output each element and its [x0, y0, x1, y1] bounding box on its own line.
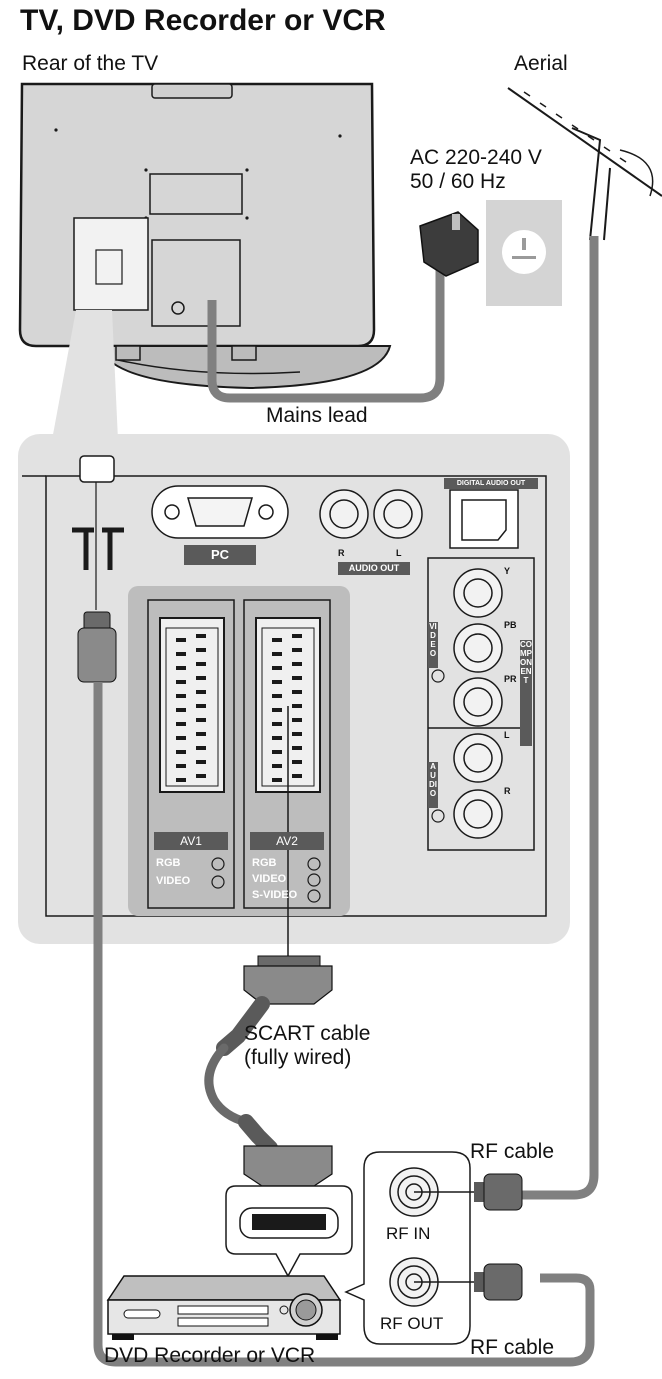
wall-socket	[486, 200, 562, 306]
ac-voltage-label: AC 220-240 V	[410, 146, 542, 169]
audio-out-l-label: L	[396, 548, 402, 558]
rf-cable-bottom-label: RF cable	[470, 1336, 555, 1359]
device-label: DVD Recorder or VCR	[104, 1344, 316, 1367]
scart-cable-label: SCART cable	[244, 1022, 371, 1045]
scart-plug-top	[216, 955, 333, 1056]
audio-out-r-label: R	[338, 548, 345, 558]
mains-plug	[419, 211, 479, 277]
aerial-socket	[79, 455, 115, 610]
scart-plug-bottom	[238, 1114, 333, 1197]
pc-badge: PC	[184, 545, 256, 565]
comp-r-label: R	[504, 786, 511, 796]
page-title: TV, DVD Recorder or VCR	[20, 4, 386, 37]
aerial-symbol	[72, 527, 124, 570]
av2-badge: AV2	[250, 832, 324, 850]
audio-vertical-label: AUDIO	[428, 762, 438, 808]
av1-scart-socket	[159, 617, 225, 793]
ac-frequency-label: 50 / 60 Hz	[410, 170, 506, 193]
digital-audio-out-badge: DIGITAL AUDIO OUT	[444, 478, 538, 489]
av2-video-label: VIDEO	[252, 873, 287, 885]
tv-rear	[18, 82, 392, 390]
rf-in-label: RF IN	[386, 1224, 431, 1243]
video-vertical-label: VIDEO	[428, 622, 438, 668]
rf-callout	[344, 1151, 474, 1345]
mains-lead-label: Mains lead	[266, 404, 368, 427]
comp-y-label: Y	[504, 566, 511, 576]
aerial-antenna	[507, 87, 662, 241]
rear-of-tv-label: Rear of the TV	[22, 52, 159, 75]
rf-cable-top-label: RF cable	[470, 1140, 555, 1163]
scart-cable	[204, 1043, 251, 1127]
av2-svideo-label: S-VIDEO	[252, 889, 298, 901]
rf-plug-in	[474, 1173, 523, 1211]
audio-out-jacks	[319, 489, 423, 539]
callout-wedge	[52, 310, 118, 440]
component-vertical-label: COMPONENT	[520, 640, 532, 746]
mains-lead	[207, 268, 445, 403]
av1-video-label: VIDEO	[156, 875, 191, 887]
rf-cable-aerial	[520, 236, 599, 1200]
av1-rgb-label: RGB	[156, 857, 181, 869]
input-arrows	[211, 857, 321, 903]
rf-plug-out	[474, 1263, 523, 1301]
comp-pb-label: PB	[504, 620, 517, 630]
dvd-recorder-device	[106, 1275, 342, 1340]
av2-rgb-label: RGB	[252, 857, 277, 869]
aerial-label: Aerial	[514, 52, 568, 75]
audio-out-badge: AUDIO OUT	[338, 562, 410, 575]
component-jacks	[431, 568, 503, 839]
pc-vga-port	[151, 485, 289, 539]
scart-cable-sublabel: (fully wired)	[244, 1046, 352, 1069]
rf-out-label: RF OUT	[380, 1314, 444, 1333]
scart-callout	[225, 1185, 353, 1278]
comp-l-label: L	[504, 730, 510, 740]
digital-audio-out-port	[449, 489, 519, 549]
comp-pr-label: PR	[504, 674, 517, 684]
av2-scart-socket	[255, 617, 321, 793]
av1-badge: AV1	[154, 832, 228, 850]
rf-cable-loop	[93, 682, 595, 1367]
